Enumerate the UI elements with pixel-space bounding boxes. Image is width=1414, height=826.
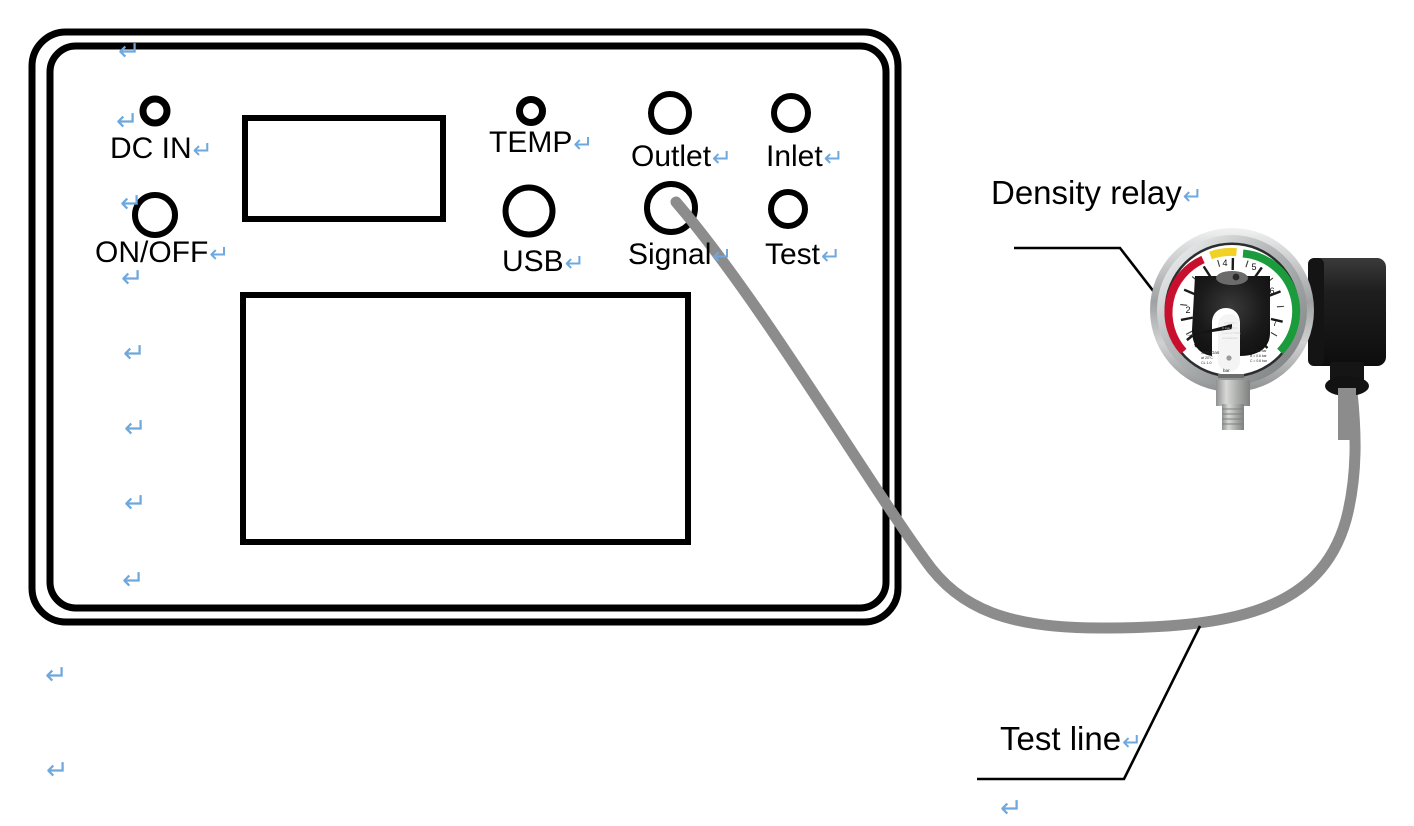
dial-text-set-2: B = 0.6 bar (1250, 354, 1268, 358)
test-line-cable (670, 196, 1361, 634)
dial-text-set-3: C = 0.6 bar (1250, 359, 1268, 363)
dial-text-unit: bar (1223, 368, 1230, 373)
mechanism-screw-low (1226, 355, 1232, 361)
pilcrow-icon-col-2: ↵ (123, 338, 146, 369)
pilcrow-icon-top: ↵ (118, 36, 141, 67)
gauge-pointer-needle (1186, 324, 1232, 336)
port-dc-in[interactable] (139, 95, 171, 127)
device-ports (132, 91, 811, 238)
port-label-temp: TEMP↵ (489, 126, 594, 159)
dial-text-set-1: A = 0.5 bar (1250, 349, 1267, 353)
port-usb[interactable] (502, 184, 556, 238)
dial-text-gas: SF6 Gas (1201, 350, 1220, 355)
port-outlet[interactable] (648, 91, 692, 135)
dial-text-rating-1: U max 250 V (1222, 326, 1238, 330)
pilcrow-icon: ↵ (564, 249, 585, 277)
port-signal[interactable] (644, 181, 698, 235)
dial-number-2: 2 (1185, 305, 1190, 315)
dial-zone-green (1242, 249, 1301, 355)
port-label-test: Test↵ (765, 238, 842, 271)
dial-text-class: CL 1.0 (1201, 361, 1211, 365)
pilcrow-icon: ↵ (209, 240, 230, 268)
pilcrow-icon-bottom: ↵ (1000, 793, 1023, 824)
pilcrow-icon-out-2: ↵ (46, 755, 69, 786)
mechanism-screw-top (1232, 273, 1240, 281)
dial-zone-arcs (1164, 247, 1301, 355)
dial-number-6: 6 (1269, 286, 1274, 296)
fitting-hex-body (1216, 380, 1250, 406)
fitting-thread-stud (1222, 404, 1244, 430)
dial-logo-bar (1218, 374, 1244, 378)
pilcrow-icon-onoff: ↵ (120, 188, 143, 219)
dial-number-5: 5 (1251, 262, 1256, 272)
sf6-density-relay-gauge: 1 2 3 4 5 6 7 8 SF6 Gas at 20°C CL 1.0 b… (1150, 228, 1386, 440)
mechanism-contact-arm (1216, 271, 1248, 285)
pilcrow-icon-col-3: ↵ (124, 413, 147, 444)
din-connector (1308, 258, 1386, 440)
upper-display (242, 115, 446, 222)
pilcrow-icon: ↵ (712, 144, 733, 172)
port-test[interactable] (768, 189, 808, 229)
port-inlet[interactable] (771, 93, 811, 133)
pilcrow-icon: ↵ (192, 136, 213, 164)
dial-zone-yellow (1209, 247, 1237, 260)
dial-number-7: 7 (1272, 318, 1277, 328)
port-label-inlet: Inlet↵ (766, 140, 844, 173)
port-label-signal: Signal↵ (628, 238, 733, 271)
callout-label-density-relay: Density relay↵ (991, 174, 1203, 211)
pilcrow-icon: ↵ (1122, 728, 1143, 756)
port-temp[interactable] (516, 96, 546, 126)
dial-zone-red (1164, 255, 1205, 355)
dial-text-rating-3: non-inductive (1222, 336, 1238, 340)
pilcrow-icon-col-4: ↵ (124, 488, 147, 519)
port-label-usb: USB↵ (502, 245, 585, 278)
gauge-process-fitting (1216, 380, 1250, 430)
callout-label-test-line: Test line↵ (1000, 720, 1143, 757)
pilcrow-icon-col-5: ↵ (122, 565, 145, 596)
pilcrow-icon: ↵ (1182, 182, 1203, 210)
pilcrow-icon-out-1: ↵ (45, 660, 68, 691)
port-label-on-off: ON/OFF↵ (95, 236, 230, 269)
pilcrow-icon: ↵ (573, 130, 594, 158)
connector-gland (1325, 376, 1369, 396)
port-label-dc-in: DC IN↵ (110, 132, 213, 165)
pilcrow-icon-col-1: ↵ (121, 263, 144, 294)
dial-text-brand: DN80/EC (1224, 321, 1238, 325)
pilcrow-icon: ↵ (821, 242, 842, 270)
dial-text-temp: at 20°C (1201, 356, 1213, 360)
mechanism-dark-body (1192, 276, 1270, 356)
device-screens (240, 115, 691, 545)
fitting-thread-lines (1222, 408, 1244, 425)
pilcrow-icon: ↵ (823, 144, 844, 172)
lower-display (240, 292, 691, 545)
pilcrow-icon: ↵ (712, 242, 733, 270)
dial-mechanism-window (1186, 271, 1270, 372)
port-on-off[interactable] (132, 192, 178, 238)
dial-text-rating-2: I max 10 W/VA (1222, 331, 1241, 335)
connector-flange (1308, 258, 1324, 366)
port-label-outlet: Outlet↵ (631, 140, 733, 173)
pilcrow-icon-dcin: ↵ (116, 106, 139, 137)
connector-cable-tail (1338, 388, 1356, 440)
dial-number-4: 4 (1222, 258, 1227, 268)
test-line-leader-line (977, 625, 1202, 781)
connector-body (1308, 258, 1386, 366)
dial-printed-text: SF6 Gas at 20°C CL 1.0 bar A = 0.5 bar B… (1201, 321, 1268, 378)
